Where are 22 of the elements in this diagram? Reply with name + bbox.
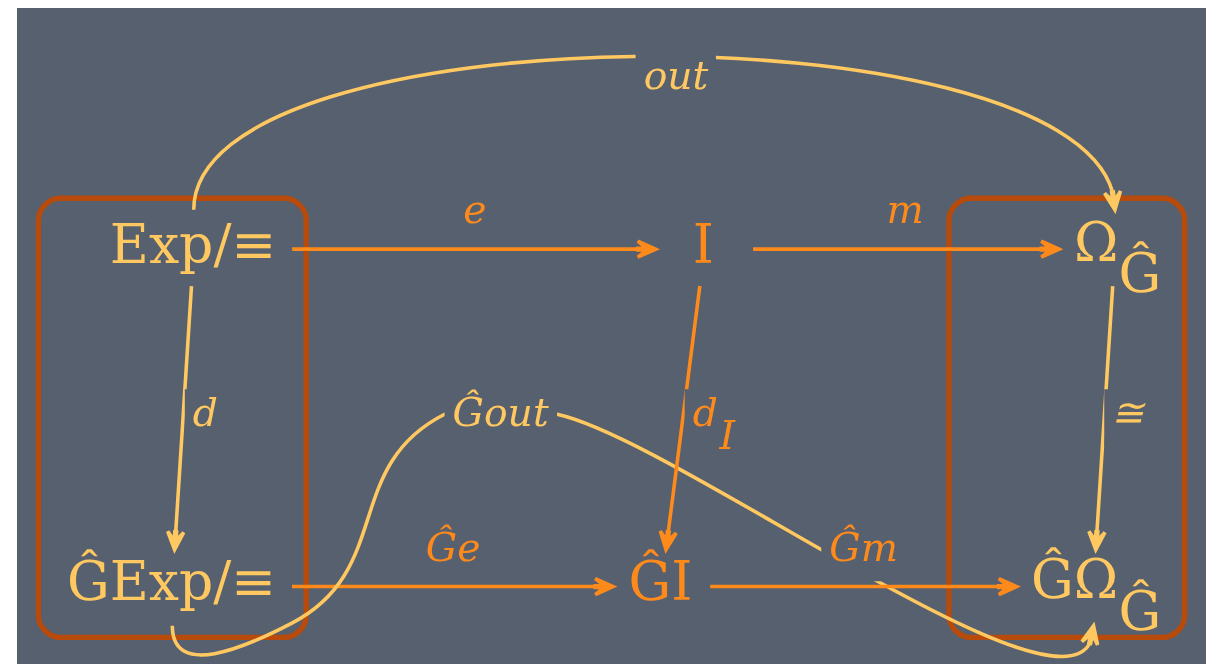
arrow xyxy=(165,285,194,552)
arrow xyxy=(710,576,1019,597)
edge-label: Ĝe xyxy=(425,524,481,570)
edge-label: Ĝm xyxy=(829,524,898,570)
edge-label: d xyxy=(192,390,218,436)
arrow xyxy=(753,239,1061,259)
cluster xyxy=(35,195,309,641)
edge-label: Ĝout xyxy=(452,390,549,436)
node-text: ĜI xyxy=(628,549,693,613)
node-text: ĜExp/≡ xyxy=(66,549,277,613)
cluster xyxy=(946,195,1188,641)
node-text: I xyxy=(692,212,714,276)
arrow xyxy=(292,239,658,259)
edge-label: ≅ xyxy=(1111,390,1145,436)
edge-label: m xyxy=(886,187,924,233)
arrow xyxy=(658,285,702,552)
node-text: Exp/≡ xyxy=(109,212,277,276)
edge-label: out xyxy=(643,52,709,98)
arrow xyxy=(1087,285,1115,552)
edge-label: e xyxy=(463,187,487,233)
arrow xyxy=(292,576,615,597)
arrow xyxy=(192,54,1123,212)
